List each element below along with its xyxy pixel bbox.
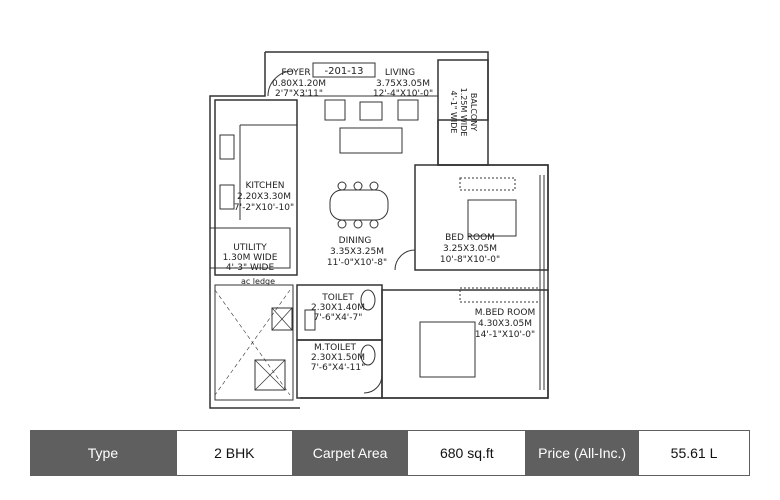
room-metric-mtoilet: 2.30X1.50M [311,353,365,363]
room-metric-balcony: 1.25M WIDE [459,88,468,137]
dining-table [329,189,389,221]
bed [467,199,517,237]
mbedroom-wall [381,289,549,399]
outer-wall [265,51,549,399]
unit-number: -201-13 [324,66,363,77]
room-name-toilet: TOILET [321,293,354,303]
unit-number-box [312,62,376,78]
room-metric-living: 3.75X3.05M [376,79,430,89]
room-metric-dining: 3.35X3.25M [330,247,384,257]
shaft [214,284,294,401]
room-metric-bedroom: 3.25X3.05M [443,244,497,254]
room-imperial-bedroom: 10'-8"X10'-0" [440,255,500,265]
room-imperial-foyer: 2'7"X3'11" [275,89,323,99]
room-imperial-kitchen: 7'-2"X10'-10" [234,203,294,213]
room-imperial-dining: 11'-0"X10'-8" [327,258,387,268]
wardrobe [459,177,516,191]
room-name-utility: UTILITY [233,243,267,253]
wardrobe-2 [459,287,541,303]
room-name-balcony: BALCONY [469,93,478,131]
kitchen-wall [214,99,298,276]
room-name-bedroom: BED ROOM [445,233,495,243]
price-label: Price (All-Inc.) [526,430,639,476]
room-imperial-mbedroom: 14'-1"X10'-0" [475,330,535,340]
room-imperial-living: 12'-4"X10'-0" [373,89,433,99]
room-metric-mbedroom: 4.30X3.05M [478,319,532,329]
type-value: 2 BHK [175,430,293,476]
type-label: Type [30,430,176,476]
room-metric-kitchen: 2.20X3.30M [237,192,291,202]
room-name-mtoilet: M.TOILET [314,343,357,353]
room-name-kitchen: KITCHEN [246,181,285,191]
room-name-living: LIVING [385,68,415,78]
room-metric-toilet: 2.30X1.40M [311,303,365,313]
room-metric-foyer: 0.80X1.20M [272,79,326,89]
room-imperial-mtoilet: 7'-6"X4'-11" [311,363,366,373]
room-imperial-toilet: 7'-6"X4'-7" [314,313,363,323]
carpet-area-value: 680 sq.ft [407,430,527,476]
room-name-foyer: FOYER [281,68,310,78]
master-bed [419,321,476,378]
price-value: 55.61 L [638,430,750,476]
mtoilet-wall [296,339,383,399]
room-imperial-balcony: 4'-1" WIDE [449,91,458,134]
sofa [339,127,403,154]
outer-wall-left [209,52,300,409]
room-name-mbedroom: M.BED ROOM [475,308,535,318]
carpet-area-label: Carpet Area [292,430,408,476]
unit-info-bar: Type 2 BHK Carpet Area 680 sq.ft Price (… [30,430,750,476]
floor-plan: -201-13 FOYER 0.80X1.20M 2'7"X3'11" LIVI… [209,51,549,409]
bedroom-wall [414,164,549,271]
ac-ledge-label: ac ledge [241,277,275,286]
room-imperial-utility: 4'-3" WIDE [226,263,275,273]
room-name-dining: DINING [339,236,372,246]
room-metric-utility: 1.30M WIDE [223,253,278,263]
utility-wall [209,227,291,269]
